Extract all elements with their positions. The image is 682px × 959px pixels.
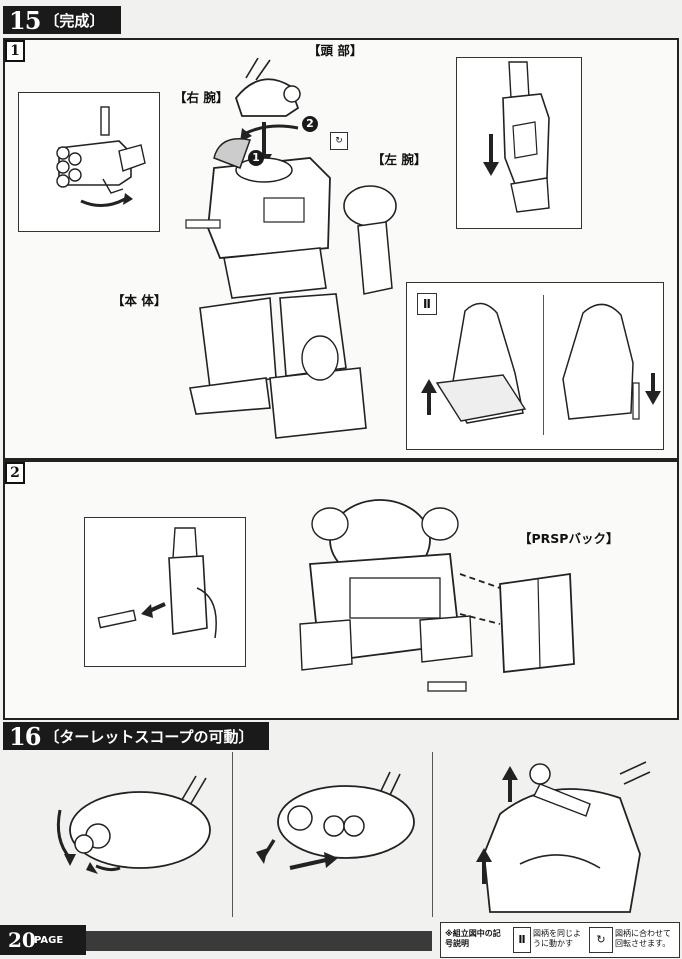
same-motion-legend-icon: Ⅱ bbox=[513, 927, 531, 953]
legend-note: ※組立図中の記号説明 bbox=[445, 929, 501, 948]
leg-detail-illustration bbox=[421, 302, 661, 424]
turret-scope-tilt-illustration bbox=[476, 761, 651, 913]
turret-scope-slide-illustration bbox=[256, 771, 415, 870]
order-mark-1: 1 bbox=[248, 150, 264, 166]
gatling-gun-illustration bbox=[56, 106, 146, 207]
gatling-gun-inset bbox=[18, 92, 160, 232]
legend-same-motion: 図柄を同じように動かす bbox=[533, 929, 581, 948]
arm-detail-illustration bbox=[483, 61, 550, 213]
rotate-symbol-icon: ↻ bbox=[330, 132, 348, 150]
step-16-divider-2 bbox=[432, 752, 433, 917]
leg-detail-inset: Ⅱ bbox=[406, 282, 664, 450]
legend-rotate-match: 図柄に合わせて回転させます。 bbox=[615, 929, 671, 948]
step-15-header: 15 〔完成〕 bbox=[3, 5, 121, 35]
step-16-title: 〔ターレットスコープの可動〕 bbox=[44, 727, 254, 746]
robot-back-illustration bbox=[299, 499, 575, 692]
antenna-detail-illustration bbox=[97, 527, 217, 639]
legend-box: ※組立図中の記号説明 Ⅱ 図柄を同じように動かす ↻ 図柄に合わせて回転させます… bbox=[440, 922, 680, 958]
step-16-number: 16 bbox=[9, 721, 41, 751]
step-15-number: 15 bbox=[9, 5, 41, 35]
label-head: 【頭 部】 bbox=[308, 43, 363, 58]
page-word: PAGE bbox=[34, 935, 64, 946]
rotate-legend-icon: ↻ bbox=[589, 927, 613, 953]
step-15-title: 〔完成〕 bbox=[44, 11, 105, 30]
page-number-tab: 20 PAGE bbox=[0, 925, 86, 955]
footer-strip bbox=[86, 931, 432, 951]
step-16-header: 16 〔ターレットスコープの可動〕 bbox=[3, 721, 269, 751]
same-motion-symbol-icon: Ⅱ bbox=[417, 293, 437, 315]
step-15-sub1-number: 1 bbox=[5, 40, 25, 62]
step-16-divider-1 bbox=[232, 752, 233, 917]
turret-scope-rotate-illustration bbox=[56, 775, 211, 874]
page-number: 20 bbox=[8, 928, 36, 952]
arm-detail-inset bbox=[456, 57, 582, 229]
robot-assembly-illustration bbox=[185, 58, 397, 439]
order-mark-2: 2 bbox=[302, 116, 318, 132]
step-15-sub2-number: 2 bbox=[5, 462, 25, 484]
label-left-arm: 【左 腕】 bbox=[372, 152, 427, 167]
antenna-detail-inset bbox=[84, 517, 246, 667]
label-body: 【本 体】 bbox=[112, 293, 167, 308]
label-right-arm: 【右 腕】 bbox=[174, 90, 229, 105]
label-prsp-pack: 【PRSPバック】 bbox=[519, 531, 619, 546]
